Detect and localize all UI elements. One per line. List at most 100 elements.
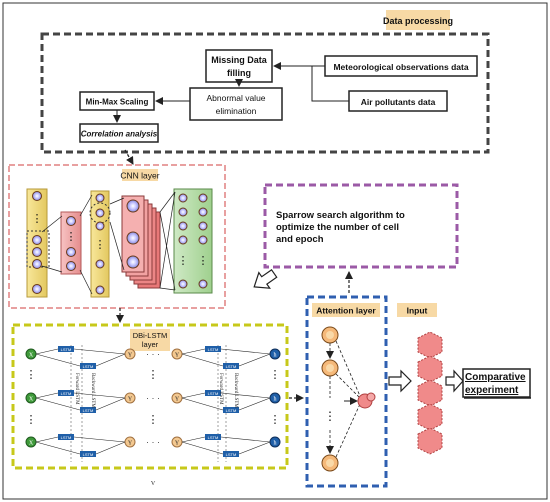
dbilstm-connections — [35, 348, 271, 455]
lstm-cell — [58, 434, 74, 440]
dense-neuron — [198, 235, 208, 245]
lstm-cells-left: LSTM LSTM LSTM LSTM LSTM LSTM — [58, 346, 96, 457]
meteorological-text: Meteorological observations data — [333, 62, 468, 72]
dense-neuron — [198, 279, 208, 289]
x-input-label: X — [29, 353, 34, 359]
missing-data-line1: Missing Data — [211, 55, 268, 65]
feature-map-neuron — [126, 231, 140, 245]
dense-neuron — [178, 279, 188, 289]
x-ellipsis: ⋮ — [26, 414, 37, 426]
input-cube — [417, 355, 443, 383]
input-cube — [417, 379, 443, 407]
cnn-pool-neuron — [95, 208, 105, 218]
lstm-cell — [223, 363, 239, 369]
cnn-input-neuron — [32, 284, 42, 294]
dbilstm-guides — [70, 345, 227, 462]
correlation-box — [79, 123, 159, 143]
h-output-label: h — [274, 441, 277, 447]
min-max-text: Min-Max Scaling — [86, 98, 149, 107]
lstm-cell-label: LSTM — [208, 435, 219, 440]
abnormal-box — [189, 87, 283, 121]
lstm-cell-label: LSTM — [61, 391, 72, 396]
dbilstm-title-line2: layer — [142, 340, 159, 349]
y-dots: · · · — [146, 437, 160, 447]
x-input-label: X — [29, 441, 34, 447]
x-ellipsis: ⋮ — [26, 369, 37, 381]
h-ellipsis: ⋮ — [270, 369, 281, 381]
cnn-input-neuron — [32, 259, 42, 269]
cnn-section: CNN layer ⋮ ⋮ ⋮ — [8, 164, 226, 309]
lstm-cell — [58, 346, 74, 352]
input-cubes — [417, 331, 443, 455]
air-pollutants-text: Air pollutants data — [361, 97, 436, 107]
forward-lstm-label: Forward LSTM — [218, 373, 223, 405]
cnn-feature-neuron — [66, 261, 76, 271]
dense-neuron — [198, 221, 208, 231]
cnn-input-ellipsis: ⋮ — [32, 213, 43, 225]
lstm-cell — [80, 363, 96, 369]
feature-map-neuron — [126, 255, 140, 269]
attention-neuron-core — [326, 459, 334, 467]
cnn-connection-lines — [41, 191, 176, 295]
attention-links — [326, 340, 361, 458]
y-node-label: Y — [175, 397, 180, 403]
cnn-input-neuron — [32, 235, 42, 245]
lstm-cell-label: LSTM — [61, 347, 72, 352]
dense-neuron — [178, 193, 188, 203]
lstm-cell-label: LSTM — [226, 452, 237, 457]
dense-neuron — [198, 207, 208, 217]
correlation-text: Correlation analysis — [81, 130, 158, 139]
dense-neuron — [178, 221, 188, 231]
input-badge — [397, 303, 437, 317]
h-output-label: h — [274, 397, 277, 403]
lstm-cell — [223, 451, 239, 457]
feature-map-neuron — [126, 199, 140, 213]
lstm-cell-label: LSTM — [226, 408, 237, 413]
data-processing-frame — [40, 32, 490, 154]
missing-data-box — [205, 49, 273, 83]
attention-badge — [312, 303, 380, 317]
lstm-cell — [205, 390, 221, 396]
lstm-cell — [205, 346, 221, 352]
y-ellipsis: ⋮ — [148, 369, 159, 381]
data-processing-badge — [386, 10, 450, 30]
input-section: Input — [388, 303, 464, 455]
lstm-cell-label: LSTM — [83, 408, 94, 413]
lstm-cell — [80, 407, 96, 413]
input-cube — [417, 331, 443, 359]
ssa-section: Sparrow search algorithm to optimize the… — [253, 183, 459, 289]
ssa-frame — [263, 183, 459, 269]
dbilstm-section: DBi-LSTM layer X X X ⋮ ⋮ h h h ⋮ ⋮ — [11, 323, 289, 487]
x-input-label: X — [29, 397, 34, 403]
cnn-feature-maps — [121, 195, 161, 289]
input-title: Input — [407, 306, 428, 316]
dense-ellipsis: ⋮ — [178, 255, 189, 267]
comparative-section: Comparative experiment — [462, 368, 531, 399]
dense-neuron — [178, 207, 188, 217]
cnn-pool-neuron — [95, 259, 105, 269]
forward-lstm-label: Forward LSTM — [74, 373, 79, 405]
comparative-line1: Comparative — [465, 372, 526, 383]
cnn-input-neuron — [32, 247, 42, 257]
ssa-line1: Sparrow search algorithm to — [276, 210, 405, 221]
dense-ellipsis: ⋮ — [198, 255, 209, 267]
y-node-label: Y — [128, 441, 133, 447]
lstm-cell-label: LSTM — [208, 391, 219, 396]
cnn-pool-column — [90, 190, 110, 298]
missing-data-line2: filling — [227, 68, 251, 78]
arrow-corr-to-cnn — [124, 149, 134, 165]
h-ellipsis: ⋮ — [270, 414, 281, 426]
arrow-attention-to-input — [388, 369, 412, 393]
lstm-cell-label: LSTM — [208, 347, 219, 352]
y-node-label: Y — [175, 441, 180, 447]
input-cube — [417, 427, 443, 455]
cnn-pool-neuron — [95, 285, 105, 295]
attention-frame — [305, 295, 388, 488]
lstm-cell — [223, 407, 239, 413]
abnormal-line1: Abnormal value — [206, 93, 265, 103]
arrow-air-join — [311, 66, 349, 102]
attention-neuron-core — [326, 331, 334, 339]
dense-neuron — [178, 235, 188, 245]
h-output-label: h — [274, 353, 277, 359]
